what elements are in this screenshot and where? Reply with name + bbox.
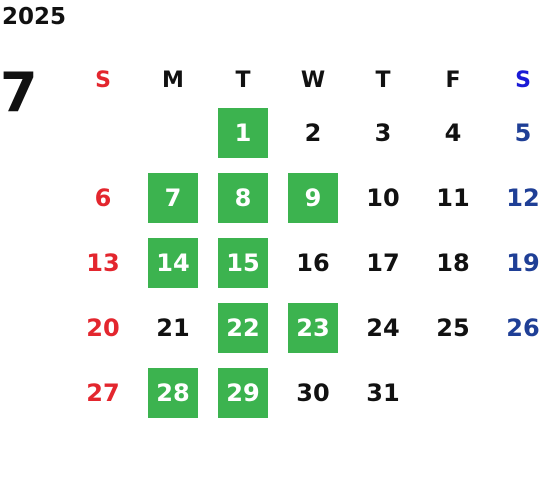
day-cell: 23	[278, 295, 348, 360]
day-number-highlighted: 15	[218, 237, 268, 288]
day-number: 16	[296, 248, 330, 277]
year-label: 2025	[2, 4, 67, 30]
day-number: 24	[366, 313, 400, 342]
day-number-highlighted: 28	[148, 367, 198, 418]
day-number: 13	[86, 248, 120, 277]
day-cell: 20	[68, 295, 138, 360]
day-cell: 4	[418, 100, 488, 165]
day-cell: 12	[488, 165, 548, 230]
day-cell: 28	[138, 360, 208, 425]
day-cell: 22	[208, 295, 278, 360]
day-number: 25	[436, 313, 470, 342]
day-number: 3	[374, 118, 392, 147]
day-number: 5	[514, 118, 532, 147]
weekday-saturday: S	[515, 68, 531, 93]
weekday-friday: F	[445, 68, 461, 93]
empty-day-cell	[68, 100, 138, 165]
weekday-thursday: T	[375, 68, 391, 93]
day-number-highlighted: 1	[218, 107, 268, 158]
day-number: 12	[506, 183, 540, 212]
day-cell: 16	[278, 230, 348, 295]
day-number-highlighted: 23	[288, 302, 338, 353]
day-cell: 30	[278, 360, 348, 425]
day-number: 11	[436, 183, 470, 212]
day-cell: 3	[348, 100, 418, 165]
weekday-wednesday: W	[300, 68, 326, 93]
day-cell: 17	[348, 230, 418, 295]
day-number: 27	[86, 378, 120, 407]
day-number: 18	[436, 248, 470, 277]
day-number	[148, 108, 198, 158]
week-row: 1 2 3 4 5	[68, 100, 548, 165]
day-cell: 18	[418, 230, 488, 295]
empty-day-cell	[418, 360, 488, 425]
day-number: 4	[444, 118, 462, 147]
day-cell: 13	[68, 230, 138, 295]
day-cell: 10	[348, 165, 418, 230]
empty-day-cell	[488, 360, 548, 425]
day-cell: 15	[208, 230, 278, 295]
day-cell: 27	[68, 360, 138, 425]
day-cell: 21	[138, 295, 208, 360]
day-number	[498, 368, 548, 418]
day-number: 17	[366, 248, 400, 277]
day-number-highlighted: 29	[218, 367, 268, 418]
week-row: 20 21 22 23 24 25 26	[68, 295, 548, 360]
day-number: 19	[506, 248, 540, 277]
day-number-highlighted: 8	[218, 172, 268, 223]
day-number: 31	[366, 378, 400, 407]
day-cell: 29	[208, 360, 278, 425]
week-row: 27 28 29 30 31	[68, 360, 548, 425]
day-number: 2	[304, 118, 322, 147]
day-cell: 24	[348, 295, 418, 360]
weekday-tuesday: T	[235, 68, 251, 93]
day-cell: 8	[208, 165, 278, 230]
day-cell: 14	[138, 230, 208, 295]
day-cell: 26	[488, 295, 548, 360]
day-number: 6	[94, 183, 112, 212]
day-number	[428, 368, 478, 418]
empty-day-cell	[138, 100, 208, 165]
day-number-highlighted: 22	[218, 302, 268, 353]
day-number-highlighted: 7	[148, 172, 198, 223]
weekday-sunday: S	[95, 68, 111, 93]
day-cell: 31	[348, 360, 418, 425]
day-number: 10	[366, 183, 400, 212]
day-cell: 19	[488, 230, 548, 295]
day-cell: 7	[138, 165, 208, 230]
day-number: 20	[86, 313, 120, 342]
day-cell: 9	[278, 165, 348, 230]
day-cell: 11	[418, 165, 488, 230]
weekday-header-row: S M T W T F S	[68, 62, 548, 100]
day-cell: 5	[488, 100, 548, 165]
day-cell: 2	[278, 100, 348, 165]
month-number: 7	[0, 61, 38, 124]
day-cell: 1	[208, 100, 278, 165]
day-number-highlighted: 14	[148, 237, 198, 288]
day-number	[78, 108, 128, 158]
day-number: 30	[296, 378, 330, 407]
day-cell: 25	[418, 295, 488, 360]
day-cell: 6	[68, 165, 138, 230]
day-number: 26	[506, 313, 540, 342]
week-row: 13 14 15 16 17 18 19	[68, 230, 548, 295]
day-number: 21	[156, 313, 190, 342]
day-number-highlighted: 9	[288, 172, 338, 223]
weekday-monday: M	[162, 68, 184, 93]
